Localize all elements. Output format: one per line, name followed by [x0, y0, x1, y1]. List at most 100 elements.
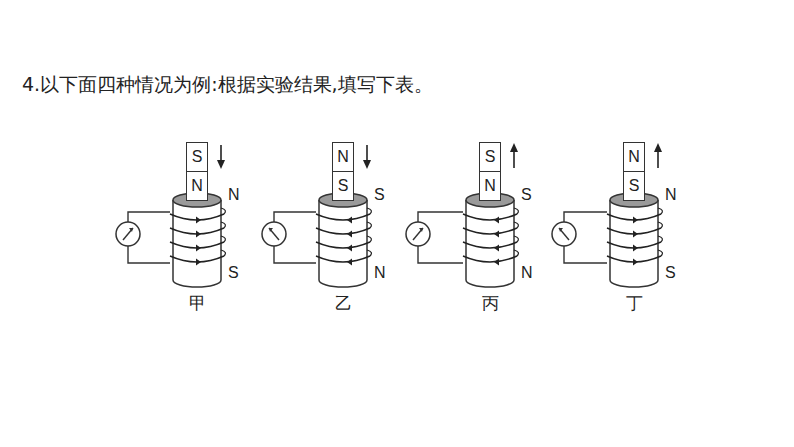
- current-arrow: [494, 231, 499, 238]
- needle: [559, 228, 563, 232]
- coil-cylinder: [610, 200, 658, 287]
- winding: [658, 250, 662, 256]
- pole-letter: N: [484, 178, 496, 194]
- coil-pole-label: N: [521, 264, 533, 282]
- coil-setup: [262, 145, 371, 287]
- winding: [316, 228, 370, 234]
- winding: [658, 236, 662, 242]
- current-arrow: [347, 231, 352, 238]
- coil-pole-label: S: [374, 186, 385, 204]
- current-arrow: [347, 217, 352, 224]
- needle: [413, 228, 423, 240]
- current-arrow: [196, 231, 201, 238]
- wire: [418, 246, 463, 263]
- coil-setup: [406, 143, 518, 287]
- magnet-pole-box: N: [332, 142, 354, 172]
- coil-cylinder: [319, 200, 367, 287]
- needle: [269, 228, 273, 232]
- pole-letter: S: [629, 178, 640, 194]
- magnet-pole-box: S: [186, 142, 208, 172]
- figure-caption: 丁: [626, 292, 643, 315]
- coil-pole-label: N: [374, 264, 386, 282]
- winding: [463, 228, 517, 234]
- coil-setup: [116, 145, 225, 287]
- motion-arrow: [366, 145, 368, 162]
- winding: [316, 214, 370, 220]
- current-arrow: [494, 245, 499, 252]
- current-arrow: [196, 259, 201, 266]
- coil-cylinder: [173, 200, 221, 287]
- winding: [367, 222, 371, 228]
- current-arrow: [347, 259, 352, 266]
- winding: [221, 222, 225, 228]
- current-arrow: [196, 217, 201, 224]
- needle: [269, 228, 279, 240]
- motion-arrow: [217, 160, 225, 169]
- pole-letter: N: [337, 149, 349, 165]
- winding: [514, 250, 518, 256]
- current-arrow: [494, 217, 499, 224]
- coil-setup: [552, 143, 662, 287]
- wire: [564, 246, 607, 263]
- galvanometer: [406, 222, 430, 246]
- motion-arrow: [513, 150, 515, 168]
- winding: [221, 208, 225, 214]
- current-arrow: [633, 217, 638, 224]
- wire: [128, 246, 170, 263]
- winding: [463, 242, 517, 248]
- magnet-pole-box: N: [623, 142, 645, 172]
- coil-cylinder: [466, 200, 514, 287]
- needle: [129, 228, 133, 232]
- wire: [274, 246, 316, 263]
- wire: [128, 212, 170, 222]
- winding: [367, 208, 371, 214]
- winding: [316, 256, 370, 262]
- magnet-pole-box: S: [479, 142, 501, 172]
- winding: [367, 250, 371, 256]
- winding: [367, 236, 371, 242]
- wire: [418, 212, 463, 222]
- needle: [559, 228, 569, 240]
- galvanometer: [552, 222, 576, 246]
- motion-arrow: [654, 143, 662, 152]
- figure-caption: 乙: [335, 292, 352, 315]
- winding: [658, 222, 662, 228]
- winding: [463, 256, 517, 262]
- current-arrow: [633, 259, 638, 266]
- winding: [221, 250, 225, 256]
- current-arrow: [494, 259, 499, 266]
- current-arrow: [633, 231, 638, 238]
- pole-letter: N: [628, 149, 640, 165]
- current-arrow: [347, 245, 352, 252]
- needle: [419, 228, 423, 232]
- current-arrow: [633, 245, 638, 252]
- coil-pole-label: N: [228, 186, 240, 204]
- winding: [514, 236, 518, 242]
- winding: [463, 214, 517, 220]
- winding: [221, 236, 225, 242]
- coil-pole-label: S: [521, 186, 532, 204]
- galvanometer: [262, 222, 286, 246]
- coil-pole-label: S: [228, 264, 239, 282]
- pole-letter: S: [338, 178, 349, 194]
- figure-caption: 丙: [482, 292, 499, 315]
- winding: [316, 242, 370, 248]
- wire: [564, 212, 607, 222]
- pole-letter: S: [192, 149, 203, 165]
- coil-pole-label: S: [665, 264, 676, 282]
- magnet-pole-box: N: [479, 171, 501, 201]
- winding: [658, 208, 662, 214]
- winding: [514, 222, 518, 228]
- question-text: 4.以下面四种情况为例:根据实验结果,填写下表。: [22, 72, 433, 98]
- pole-letter: S: [485, 149, 496, 165]
- wire: [274, 212, 316, 222]
- galvanometer: [116, 222, 140, 246]
- winding: [514, 208, 518, 214]
- motion-arrow: [363, 160, 371, 169]
- current-arrow: [196, 245, 201, 252]
- pole-letter: N: [191, 178, 203, 194]
- coil-pole-label: N: [665, 186, 677, 204]
- motion-arrow: [510, 143, 518, 152]
- magnet-pole-box: S: [332, 171, 354, 201]
